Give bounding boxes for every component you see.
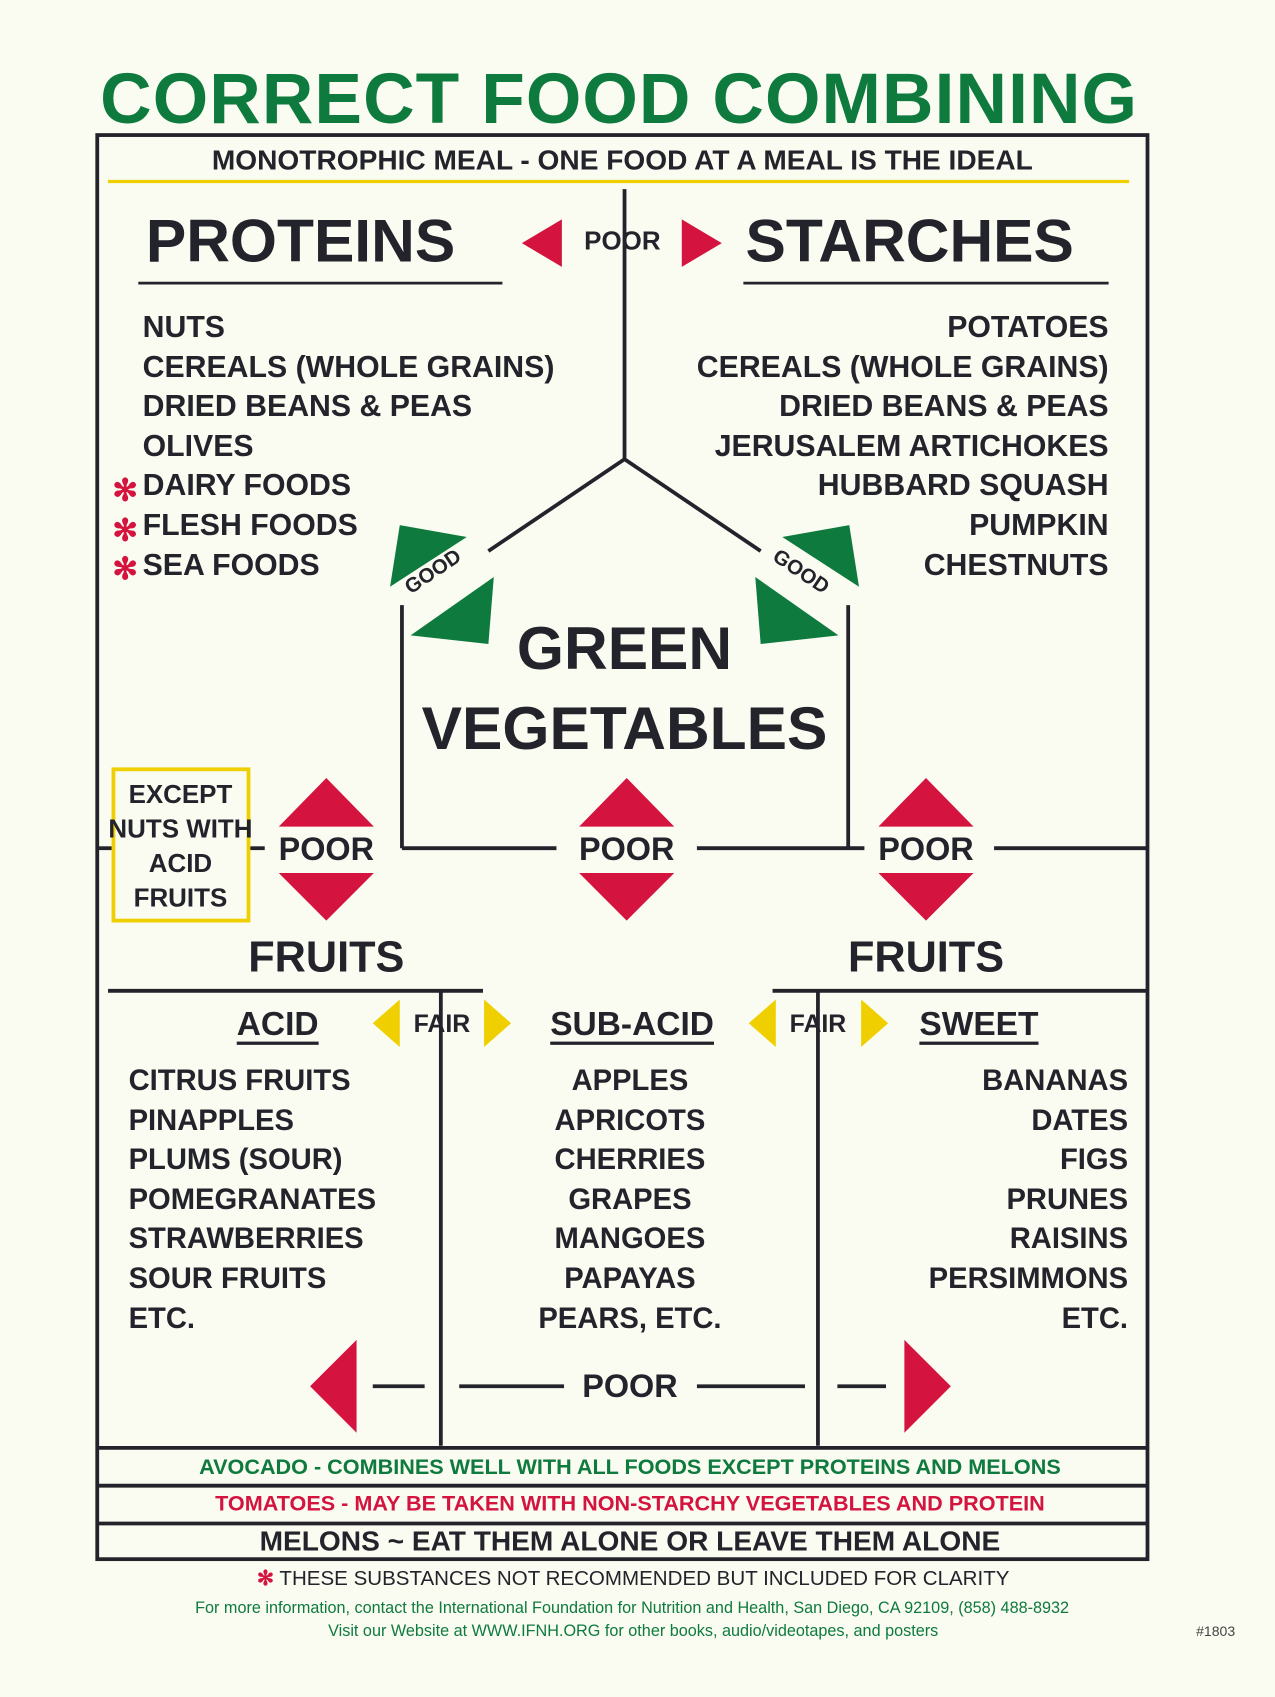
info-line-2: Visit our Website at WWW.IFNH.ORG for ot… [328,1621,939,1641]
green-vegetables-line2: VEGETABLES [421,693,828,762]
arrow-left-icon [372,999,400,1048]
list-item: MANGOES [554,1222,706,1255]
arrow-right-icon [484,999,512,1048]
list-item: ETC. [128,1301,196,1334]
list-item: PUMPKIN [969,507,1109,542]
arrow-left-icon [748,999,776,1048]
list-item: APPLES [571,1064,689,1097]
triangle-icon [390,525,467,587]
list-item: ETC. [1061,1301,1129,1334]
info-line-1: For more information, contact the Intern… [195,1599,1070,1618]
triangle-icon [410,576,494,644]
asterisk-icon: ✻ [112,552,138,586]
rating-poor: POOR [582,1368,678,1405]
green-vegetables-line1: GREEN [516,613,733,682]
triangle-down-icon [579,873,675,921]
list-item: PRUNES [1006,1182,1129,1216]
list-item: NUTS [142,310,225,344]
rating-poor: POOR [578,831,675,868]
rating-poor: POOR [584,226,661,257]
asterisk-icon: ✻ [256,1567,275,1591]
list-item: JERUSALEM ARTICHOKES [714,428,1109,463]
acid-list: CITRUS FRUITS PINAPPLES PLUMS (SOUR) POM… [129,1066,376,1343]
list-item: BANANAS [982,1064,1129,1097]
footnote: ✻ THESE SUBSTANCES NOT RECOMMENDED BUT I… [257,1569,1010,1590]
exception-note: EXCEPT NUTS WITH ACID FRUITS [108,778,252,916]
asterisk-icons: ✻ ✻ ✻ [112,471,137,590]
fruits-heading-left: FRUITS [248,933,405,982]
rating-poor: POOR [878,831,974,868]
list-item: PINAPPLES [128,1103,294,1137]
sub-acid-heading: SUB-ACID [550,1004,714,1043]
proteins-list: NUTS CEREALS (WHOLE GRAINS) DRIED BEANS … [143,312,555,589]
poster-number: #1803 [1196,1622,1236,1640]
list-item: CHERRIES [554,1143,706,1176]
list-item: APRICOTS [554,1103,706,1137]
poster-title: CORRECT FOOD COMBINING [100,58,1139,139]
acid-heading: ACID [236,1004,319,1043]
proteins-heading: PROTEINS [145,206,456,275]
rating-fair: FAIR [789,1009,847,1038]
triangle-down-icon [878,873,974,921]
triangle-up-icon [878,777,974,827]
triangle-up-icon [579,777,675,827]
list-item: CITRUS FRUITS [128,1064,351,1097]
arrow-right-icon [681,219,722,267]
list-item: SOUR FRUITS [128,1261,327,1295]
list-item: RAISINS [1009,1222,1129,1255]
list-item: DAIRY FOODS [142,468,352,502]
note-line: EXCEPT [128,780,233,810]
subtitle: MONOTROPHIC MEAL - ONE FOOD AT A MEAL IS… [211,143,1033,177]
sub-acid-list: APPLES APRICOTS CHERRIES GRAPES MANGOES … [538,1066,721,1343]
starches-heading: STARCHES [745,206,1074,275]
note-line: FRUITS [133,883,228,914]
arrow-right-icon [861,999,889,1048]
list-item: DRIED BEANS & PEAS [142,389,473,423]
triangle-icon [782,525,859,587]
list-item: FIGS [1059,1143,1129,1176]
sweet-list: BANANAS DATES FIGS PRUNES RAISINS PERSIM… [929,1066,1128,1343]
list-item: PAPAYAS [564,1261,696,1295]
asterisk-icon: ✻ [112,512,138,547]
list-item: FLESH FOODS [142,507,358,542]
rating-poor: POOR [278,831,375,868]
arrow-left-icon [521,219,562,267]
list-item: PLUMS (SOUR) [128,1143,343,1176]
list-item: CEREALS (WHOLE GRAINS) [696,349,1109,384]
exception-box [111,767,251,923]
list-item: PEARS, ETC. [538,1301,722,1334]
sweet-heading: SWEET [919,1004,1039,1043]
triangle-down-icon [278,873,374,921]
list-item: STRAWBERRIES [128,1222,364,1255]
asterisk-icon: ✻ [112,473,138,507]
list-item: DRIED BEANS & PEAS [779,389,1109,423]
tomatoes-note: TOMATOES - MAY BE TAKEN WITH NON-STARCHY… [215,1492,1045,1516]
list-item: SEA FOODS [142,547,320,581]
list-item: POTATOES [947,310,1109,344]
list-item: GRAPES [568,1182,692,1216]
rating-fair: FAIR [413,1009,471,1038]
note-line: NUTS WITH [108,814,253,844]
melons-note: MELONS ~ EAT THEM ALONE OR LEAVE THEM AL… [259,1524,1001,1558]
triangle-icon [755,576,839,644]
triangle-up-icon [278,777,374,827]
list-item: PERSIMMONS [928,1261,1129,1295]
list-item: CEREALS (WHOLE GRAINS) [142,349,555,384]
fruits-heading-right: FRUITS [847,933,1005,982]
arrow-right-icon [904,1339,951,1433]
list-item: CHESTNUTS [923,547,1109,581]
avocado-note: AVOCADO - COMBINES WELL WITH ALL FOODS E… [199,1455,1061,1480]
note-line: ACID [148,849,213,879]
list-item: HUBBARD SQUASH [817,468,1109,502]
good-line-right [623,457,762,553]
list-item: DATES [1031,1103,1129,1137]
starches-list: POTATOES CEREALS (WHOLE GRAINS) DRIED BE… [697,312,1109,589]
list-item: OLIVES [142,428,254,463]
list-item: POMEGRANATES [128,1182,377,1216]
arrow-left-icon [310,1339,357,1433]
footnote-text: THESE SUBSTANCES NOT RECOMMENDED BUT INC… [279,1567,1010,1591]
good-line-left [487,457,626,553]
